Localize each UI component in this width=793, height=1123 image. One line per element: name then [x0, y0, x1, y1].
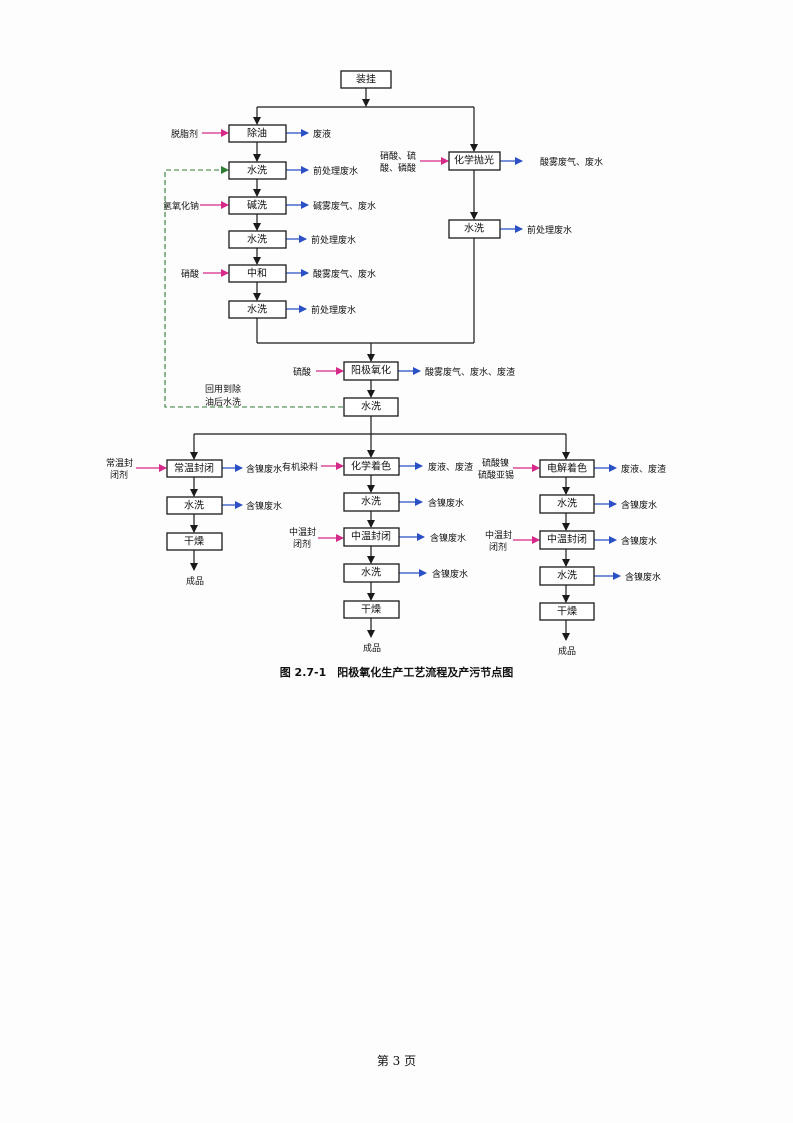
output-label: 含镍废水 [246, 500, 282, 512]
input-label: 闭剂 [110, 469, 128, 481]
product-label: 成品 [363, 642, 381, 654]
output-label: 前处理废水 [313, 165, 358, 177]
flow-lines [190, 88, 570, 641]
node-wash-5: 水洗 [343, 397, 399, 417]
output-label: 废液、废渣 [621, 463, 666, 475]
node-label: 碱洗 [247, 200, 267, 212]
input-label: 酸、磷酸 [380, 162, 416, 174]
node-label: 水洗 [557, 570, 577, 582]
node-wash-4: 水洗 [448, 219, 501, 239]
node-label: 水洗 [247, 234, 267, 246]
node-label: 水洗 [361, 567, 381, 579]
input-label: 闭剂 [293, 538, 311, 550]
node-dry-3: 干燥 [539, 602, 595, 621]
output-label: 含镍废水 [432, 568, 468, 580]
node-wash-3: 水洗 [228, 300, 287, 319]
node-label: 中温封闭 [351, 530, 391, 543]
figure-caption: 图 2.7-1 阳极氧化生产工艺流程及产污节点图 [279, 666, 514, 679]
output-label: 前处理废水 [311, 234, 356, 246]
output-label: 含镍废水 [246, 463, 282, 475]
node-label: 常温封闭 [174, 462, 214, 475]
node-wash-2: 水洗 [228, 230, 287, 249]
node-hang: 装挂 [340, 70, 392, 89]
node-label: 水洗 [361, 401, 381, 413]
process-flow-diagram: 回用到除 油后水洗 装挂 除油 水洗 碱洗 [106, 70, 666, 657]
output-labels: 废液 前处理废水 碱雾废气、废水 前处理废水 酸雾废气、废水 前处理废水 酸雾废… [246, 128, 666, 583]
node-label: 阳极氧化 [351, 364, 391, 377]
node-mt-seal-2: 中温封闭 [539, 530, 595, 550]
input-labels: 脱脂剂 氢氧化钠 硝酸 硝酸、硫 酸、磷酸 硫酸 常温封 闭剂 有机染料 硫酸镍… [106, 128, 514, 553]
input-arrows [136, 129, 540, 544]
node-label: 化学抛光 [454, 154, 494, 167]
recycle-label-1: 回用到除 [205, 383, 241, 395]
output-label: 酸雾废气、废水 [313, 268, 376, 280]
node-wash-1: 水洗 [228, 161, 287, 180]
input-label: 硝酸 [181, 268, 199, 280]
input-label: 氢氧化钠 [163, 200, 199, 212]
output-label: 含镍废水 [621, 535, 657, 547]
node-label: 水洗 [247, 165, 267, 177]
node-label: 水洗 [184, 500, 204, 512]
node-label: 水洗 [361, 496, 381, 508]
node-wash-8: 水洗 [343, 563, 400, 583]
node-label: 干燥 [557, 606, 577, 618]
node-label: 中和 [247, 267, 267, 280]
product-label: 成品 [558, 645, 576, 657]
input-label: 中温封 [289, 526, 316, 538]
node-anodize: 阳极氧化 [343, 361, 399, 381]
node-wash-10: 水洗 [539, 566, 595, 586]
node-wash-6: 水洗 [166, 496, 223, 515]
node-electrolytic-color: 电解着色 [539, 459, 595, 478]
input-label: 中温封 [485, 529, 512, 541]
output-label: 含镍废水 [621, 499, 657, 511]
output-label: 酸雾废气、废水 [540, 156, 603, 168]
input-label: 硫酸亚锡 [478, 469, 514, 481]
node-label: 化学着色 [351, 460, 391, 473]
node-chemical-color: 化学着色 [343, 457, 400, 476]
node-label: 水洗 [464, 223, 484, 235]
recycle-line [164, 166, 343, 408]
node-mt-seal-1: 中温封闭 [343, 527, 400, 547]
node-label: 装挂 [356, 73, 376, 86]
output-label: 废液、废渣 [428, 461, 473, 473]
node-label: 干燥 [184, 536, 204, 548]
input-label: 常温封 [106, 457, 133, 469]
node-wash-9: 水洗 [539, 494, 595, 514]
node-wash-7: 水洗 [343, 492, 400, 512]
output-label: 含镍废水 [625, 571, 661, 583]
node-alkali-wash: 碱洗 [228, 196, 287, 215]
input-label: 有机染料 [282, 461, 318, 473]
node-rt-seal: 常温封闭 [166, 459, 223, 478]
node-chemical-polish: 化学抛光 [448, 151, 501, 171]
input-label: 硫酸镍 [482, 457, 509, 469]
input-label: 硝酸、硫 [380, 150, 416, 162]
node-label: 水洗 [247, 304, 267, 316]
node-dry-2: 干燥 [343, 600, 400, 619]
output-label: 废液 [313, 128, 331, 140]
recycle-label-2: 油后水洗 [205, 396, 241, 408]
output-label: 前处理废水 [311, 304, 356, 316]
node-label: 除油 [247, 127, 267, 140]
output-label: 碱雾废气、废水 [313, 200, 376, 212]
input-label: 脱脂剂 [171, 128, 198, 140]
node-neutralize: 中和 [228, 264, 287, 283]
output-label: 酸雾废气、废水、废渣 [425, 366, 515, 378]
node-label: 水洗 [557, 498, 577, 510]
output-label: 前处理废水 [527, 224, 572, 236]
node-label: 干燥 [361, 604, 381, 616]
node-label: 电解着色 [547, 462, 587, 475]
node-degrease: 除油 [228, 124, 287, 143]
product-label: 成品 [186, 575, 204, 587]
output-arrows [222, 129, 621, 580]
node-dry-1: 干燥 [166, 532, 223, 551]
page-number: 第 3 页 [376, 1054, 417, 1068]
output-label: 含镍废水 [428, 497, 464, 509]
node-label: 中温封闭 [547, 533, 587, 546]
output-label: 含镍废水 [430, 532, 466, 544]
input-label: 闭剂 [489, 541, 507, 553]
input-label: 硫酸 [293, 366, 311, 378]
